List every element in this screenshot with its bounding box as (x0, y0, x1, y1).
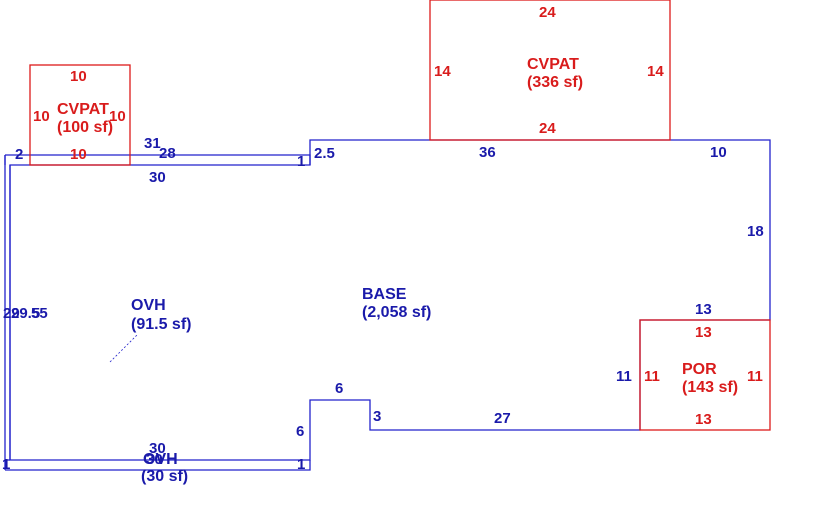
dim-top-strip-inner: 28 (159, 145, 176, 162)
dim-bottom-strip-end-left: 1 (2, 456, 10, 473)
cvpat-small-name: CVPAT (57, 101, 109, 118)
dim-base-right-lower-top: 13 (695, 301, 712, 318)
top-overhang-strip (4, 154, 311, 165)
dim-base-right-upper: 18 (747, 223, 764, 240)
dim-cvpat-large-top: 24 (539, 4, 556, 21)
dim-cvpat-small-right: 10 (109, 108, 126, 125)
bottom-overhang-strip (5, 459, 311, 471)
dim-top-strip-end-right: 1 (297, 153, 305, 170)
dim-base-notch-left: 6 (296, 423, 304, 440)
dim-bottom-strip-top: 30 (149, 440, 166, 457)
por-name: POR (682, 361, 717, 378)
dim-base-top-right: 10 (710, 144, 727, 161)
cvpat-large-outline (429, 0, 671, 141)
dim-cvpat-large-right: 14 (647, 63, 664, 80)
dim-left-strip-side: 29 (3, 305, 20, 322)
ovh-leader-line (109, 333, 139, 363)
por-area: (143 sf) (682, 379, 738, 396)
dim-base-notch-side: 3 (373, 408, 381, 425)
ovh-bottom-area: (30 sf) (141, 468, 188, 485)
dim-cvpat-large-left: 14 (434, 63, 451, 80)
por-outline (639, 319, 771, 431)
ovh-bottom-name: OVH (143, 451, 178, 468)
dim-left-strip-inner: 55 (31, 305, 48, 322)
dim-por-right: 11 (747, 368, 763, 385)
base-area: (2,058 sf) (362, 304, 431, 321)
dim-cvpat-small-top: 10 (70, 68, 87, 85)
dim-base-left: 29.5 (11, 305, 40, 322)
dim-base-notch-top: 6 (335, 380, 343, 397)
dim-base-top-middle: 36 (479, 144, 496, 161)
left-overhang-strip (4, 155, 11, 470)
dim-top-strip-length: 31 (144, 135, 161, 152)
cvpat-small-area: (100 sf) (57, 119, 113, 136)
dim-top-strip-end-left: 2 (15, 146, 23, 163)
base-name: BASE (362, 286, 407, 303)
dim-base-top-left: 30 (149, 169, 166, 186)
cvpat-small-outline (29, 64, 131, 166)
dim-bottom-strip-bottom: 30 (146, 451, 163, 468)
dim-base-top-step: 2.5 (314, 145, 335, 162)
dim-base-right-lower-side: 11 (616, 368, 632, 385)
cvpat-large-name: CVPAT (527, 56, 579, 73)
dim-cvpat-small-bottom: 10 (70, 146, 87, 163)
dim-cvpat-large-bottom: 24 (539, 120, 556, 137)
dim-por-left: 11 (644, 368, 660, 385)
dim-cvpat-small-left: 10 (33, 108, 50, 125)
ovh-left-name: OVH (131, 297, 166, 314)
dim-base-bottom-right: 27 (494, 410, 511, 427)
dim-bottom-strip-end-right: 1 (297, 456, 305, 473)
cvpat-large-area: (336 sf) (527, 74, 583, 91)
ovh-left-area: (91.5 sf) (131, 316, 191, 333)
dim-por-top: 13 (695, 324, 712, 341)
dim-por-bottom: 13 (695, 411, 712, 428)
